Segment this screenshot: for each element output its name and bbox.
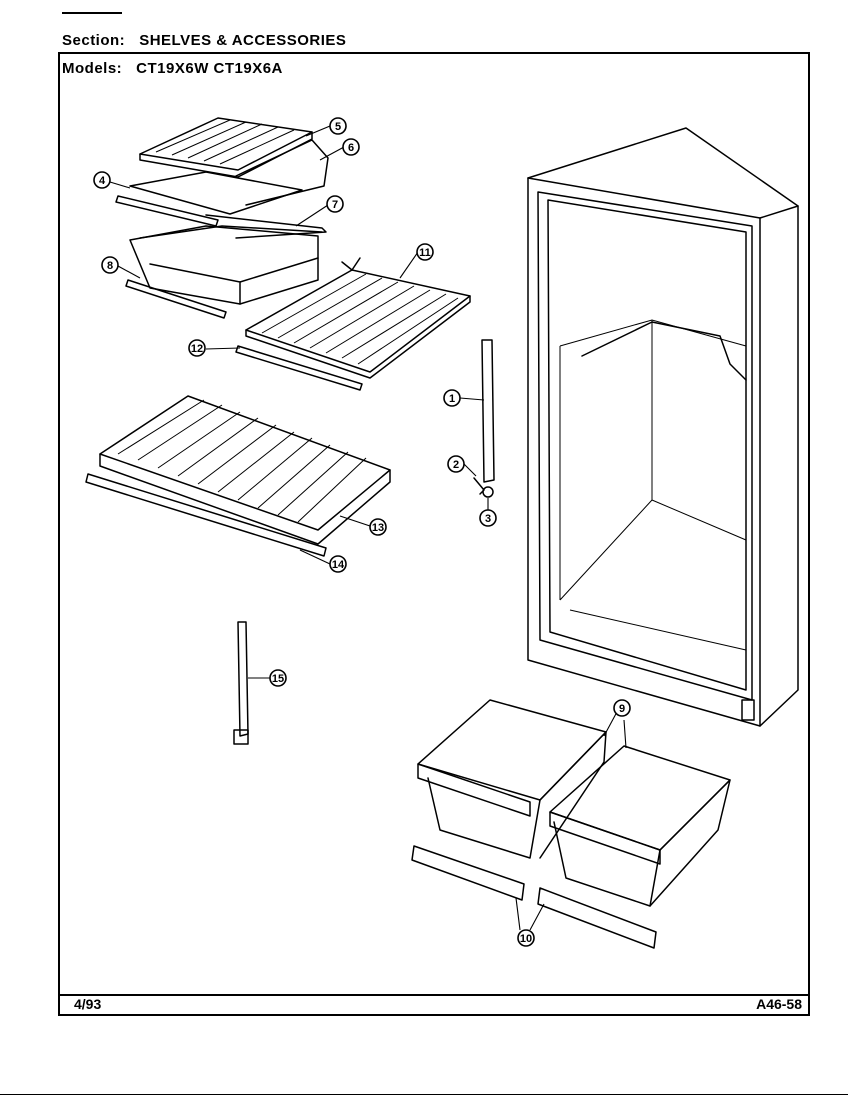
trim-part-4 <box>115 195 219 227</box>
svg-text:10: 10 <box>520 933 532 945</box>
callout-7: 7 <box>326 195 344 213</box>
section-heading: Section: SHELVES & ACCESSORIES <box>62 32 346 49</box>
callout-10: 10 <box>517 929 535 947</box>
footer-rule <box>60 994 808 996</box>
models-heading: Models: CT19X6W CT19X6A <box>62 60 283 77</box>
shelf-part-11 <box>245 257 471 379</box>
models-value: CT19X6W CT19X6A <box>136 60 283 77</box>
callout-13: 13 <box>369 518 387 536</box>
cabinet-foot <box>741 699 755 721</box>
trim-part-10-right <box>537 887 657 949</box>
callout-1: 1 <box>443 389 461 407</box>
rail-part-15-end <box>233 729 249 745</box>
diagram-frame <box>58 52 810 1016</box>
svg-text:5: 5 <box>335 121 341 133</box>
shelf-part-5 <box>139 117 313 178</box>
callout-11: 11 <box>416 243 434 261</box>
svg-text:6: 6 <box>348 142 354 154</box>
callout-6: 6 <box>342 138 360 156</box>
callout-9: 9 <box>613 699 631 717</box>
svg-text:9: 9 <box>619 703 625 715</box>
trim-part-8-lower <box>125 279 227 319</box>
svg-text:8: 8 <box>107 260 113 272</box>
crisper-part-9-left <box>417 699 607 859</box>
svg-text:13: 13 <box>372 522 384 534</box>
footer-date: 4/93 <box>74 996 102 1012</box>
callout-8: 8 <box>101 256 119 274</box>
bottom-rule <box>0 1094 848 1095</box>
trim-part-10-left <box>411 845 525 901</box>
crisper-part-9-right <box>549 745 731 907</box>
callout-15: 15 <box>269 669 287 687</box>
callout-12: 12 <box>188 339 206 357</box>
svg-text:14: 14 <box>332 559 345 571</box>
svg-text:4: 4 <box>99 175 106 187</box>
svg-text:1: 1 <box>449 393 455 405</box>
shelf-part-13 <box>99 395 391 545</box>
rail-part-1 <box>481 339 495 483</box>
trim-part-14 <box>85 473 327 557</box>
svg-text:12: 12 <box>191 343 203 355</box>
callout-14: 14 <box>329 555 347 573</box>
rail-part-15 <box>237 621 249 737</box>
callout-3: 3 <box>479 509 497 527</box>
refrigerator-cabinet <box>527 127 799 727</box>
models-label: Models: <box>62 60 123 77</box>
leader-lines <box>109 125 627 931</box>
section-label: Section: <box>62 32 126 49</box>
callout-4: 4 <box>93 171 111 189</box>
section-value: SHELVES & ACCESSORIES <box>139 32 347 49</box>
trim-part-12 <box>235 345 363 391</box>
svg-text:11: 11 <box>419 247 431 259</box>
callout-5: 5 <box>329 117 347 135</box>
clip-part-3 <box>482 486 494 498</box>
cover-part-6 <box>235 139 329 206</box>
frame-part-7 <box>129 171 327 239</box>
callout-2: 2 <box>447 455 465 473</box>
footer-page-code: A46-58 <box>756 996 802 1012</box>
svg-text:15: 15 <box>272 673 284 685</box>
svg-text:2: 2 <box>453 459 459 471</box>
svg-text:3: 3 <box>485 513 491 525</box>
svg-text:7: 7 <box>332 199 338 211</box>
top-rule <box>62 12 122 14</box>
pan-part-8 <box>129 225 319 305</box>
